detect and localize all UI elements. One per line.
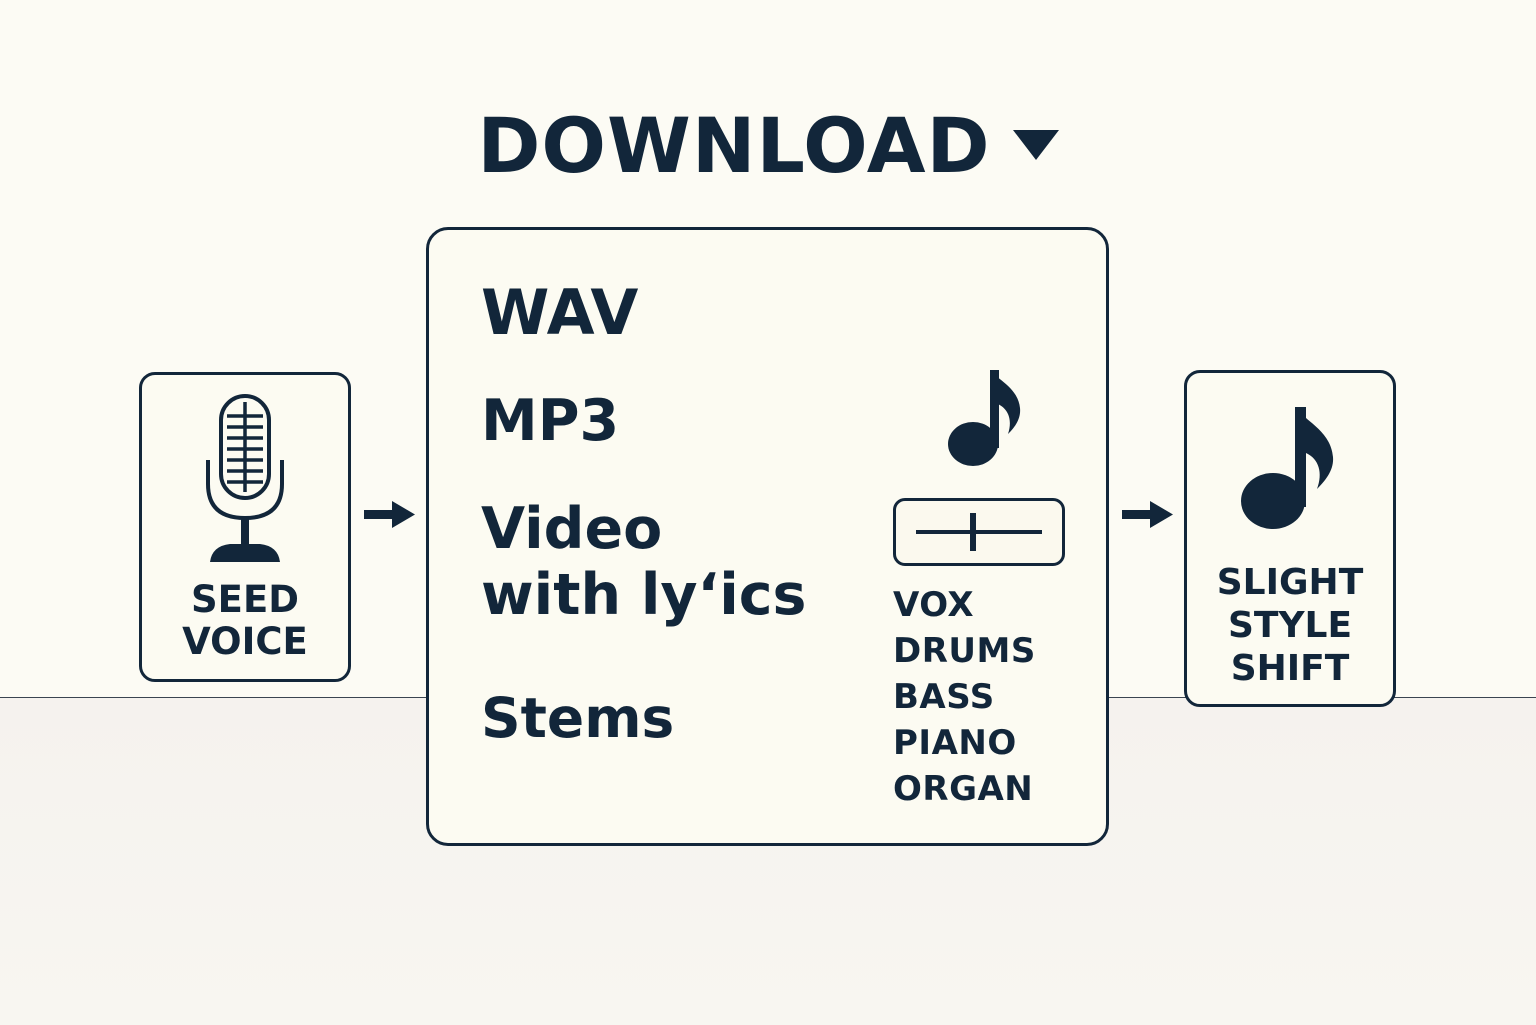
shift-label-line: SHIFT: [1230, 648, 1350, 689]
seed-voice-label: SEED VOICE: [142, 579, 348, 663]
format-option-stems[interactable]: Stems: [481, 686, 675, 750]
arrow-right-icon: [1122, 501, 1173, 528]
style-label-line: STYLE: [1227, 605, 1353, 646]
download-dropdown[interactable]: DOWNLOAD: [0, 108, 1536, 184]
arrow-right-icon: [364, 501, 415, 528]
music-note-icon: [1241, 407, 1334, 529]
slider-thumb[interactable]: [969, 513, 976, 551]
format-option-mp3[interactable]: MP3: [481, 388, 620, 454]
voice-label-line: VOICE: [182, 620, 308, 663]
seed-label-line: SEED: [191, 578, 299, 621]
format-option-wav[interactable]: WAV: [481, 276, 639, 349]
caret-down-icon[interactable]: [1012, 130, 1059, 162]
download-title: DOWNLOAD: [477, 101, 991, 190]
music-note-icon: [948, 370, 1021, 466]
slider-track: [916, 530, 1042, 534]
video-label-line1: Video: [481, 496, 663, 562]
microphone-icon: [206, 394, 284, 562]
stem-mix-slider[interactable]: [893, 498, 1065, 566]
stem-option-drums[interactable]: DRUMS: [893, 631, 1036, 671]
stems-list: VOX DRUMS BASS PIANO ORGAN: [893, 582, 1036, 812]
style-shift-label: SLIGHT STYLE SHIFT: [1187, 561, 1393, 690]
video-label-line2: with ly‘ics: [481, 562, 807, 628]
seed-voice-card[interactable]: SEED VOICE: [139, 372, 351, 682]
format-option-video-lyrics[interactable]: Video with ly‘ics: [481, 496, 806, 628]
download-menu-panel: WAV MP3 Video with ly‘ics Stems VOX DRUM…: [426, 227, 1109, 846]
slight-label-line: SLIGHT: [1216, 562, 1364, 603]
style-shift-card[interactable]: SLIGHT STYLE SHIFT: [1184, 370, 1396, 707]
stem-option-piano[interactable]: PIANO: [893, 723, 1017, 763]
stem-option-organ[interactable]: ORGAN: [893, 769, 1034, 809]
stem-option-bass[interactable]: BASS: [893, 677, 995, 717]
stem-option-vox[interactable]: VOX: [893, 585, 975, 625]
